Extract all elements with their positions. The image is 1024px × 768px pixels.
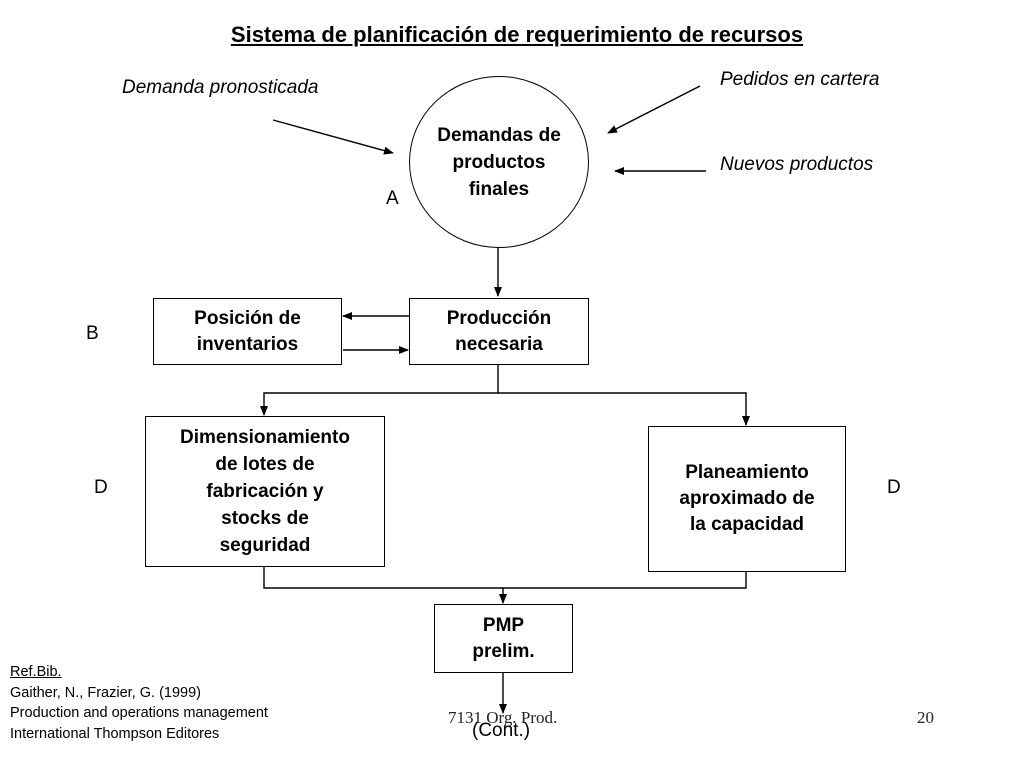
reference-block: Ref.Bib. Gaither, N., Frazier, G. (1999)… <box>10 662 268 744</box>
reference-heading: Ref.Bib. <box>10 664 62 680</box>
arrow-demanda-pronosticada <box>272 119 394 155</box>
arrow-pedidos-en-cartera <box>607 85 701 134</box>
line-planeamiento-to-merge <box>503 571 747 589</box>
marker-b: B <box>86 323 99 344</box>
node-dimensionamiento: Dimensionamiento de lotes de fabricación… <box>145 416 385 567</box>
node-produccion-necesaria: Producción necesaria <box>409 298 589 365</box>
footer-course: 7131 Org. Prod. <box>448 708 558 727</box>
label-nuevos-productos: Nuevos productos <box>720 154 874 175</box>
label-pedidos-en-cartera: Pedidos en cartera <box>720 69 880 90</box>
footer-page-number: 20 <box>917 708 934 727</box>
page-title: Sistema de planificación de requerimient… <box>230 22 804 47</box>
label-demanda-pronosticada: Demanda pronosticada <box>122 77 319 98</box>
arrow-dimensionamiento-to-pmp <box>263 566 507 604</box>
reference-line-2: Production and operations management <box>10 705 268 721</box>
node-pmp-prelim: PMP prelim. <box>434 604 573 673</box>
node-posicion-inventarios: Posición de inventarios <box>153 298 342 365</box>
node-planeamiento: Planeamiento aproximado de la capacidad <box>648 426 846 572</box>
node-demandas-productos-finales: Demandas de productos finales <box>409 76 589 248</box>
arrow-produccion-to-dimensionamiento <box>260 364 499 416</box>
marker-a: A <box>386 188 399 209</box>
continued-label: (Cont.) <box>472 720 531 741</box>
reference-line-1: Gaither, N., Frazier, G. (1999) <box>10 684 201 701</box>
marker-d-left: D <box>94 477 108 498</box>
marker-d-right: D <box>887 477 901 498</box>
arrow-produccion-to-planeamiento <box>498 392 750 426</box>
reference-line-3: International Thompson Editores <box>10 725 220 742</box>
